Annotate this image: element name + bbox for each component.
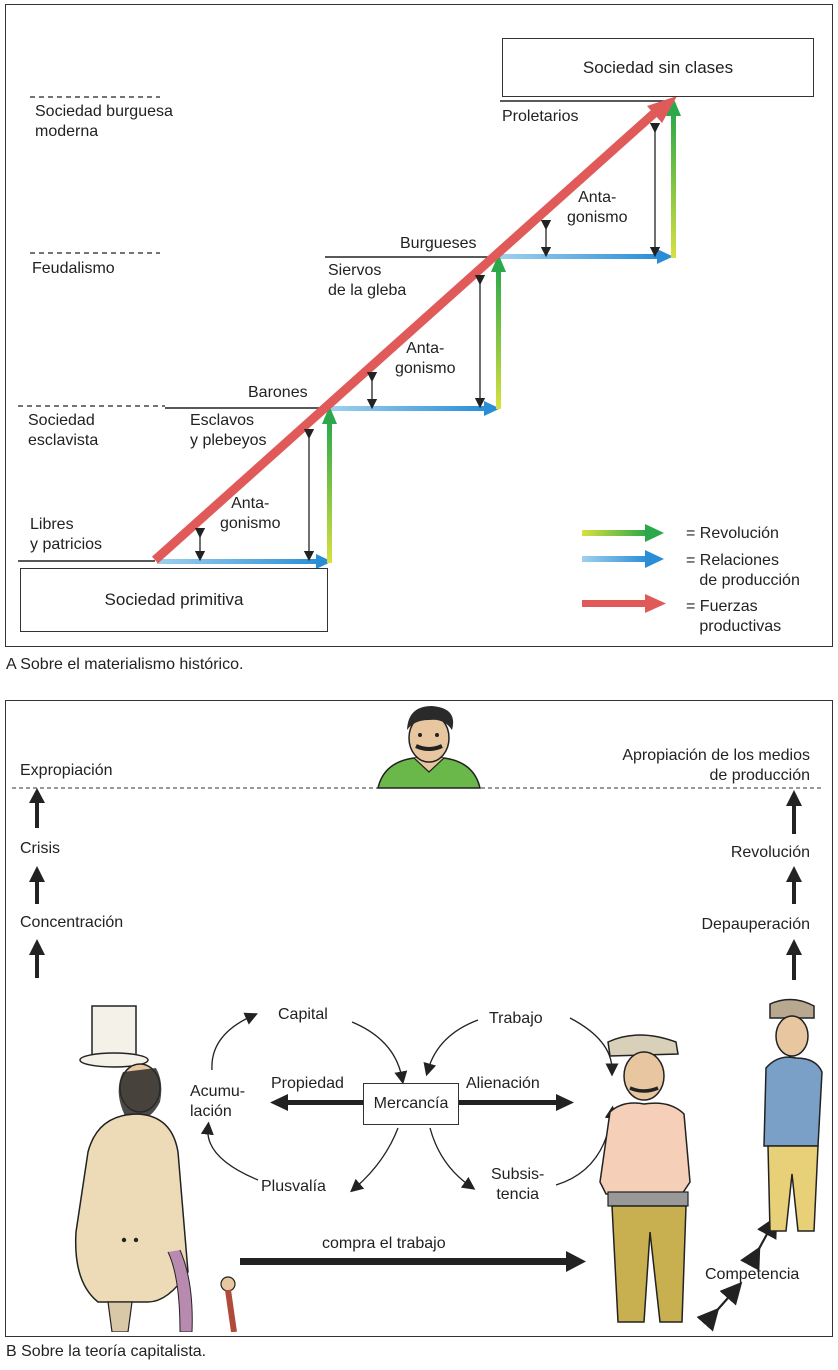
- class-proletarios: Proletarios: [502, 108, 579, 125]
- stage-feudalismo: Feudalismo: [32, 260, 115, 277]
- cycle-alienacion: Alienación: [466, 1075, 540, 1092]
- class-barones: Barones: [248, 384, 308, 401]
- stage-moderna: Sociedad burguesa moderna: [35, 103, 173, 140]
- worker-portrait-icon: [377, 706, 481, 789]
- cycle-plusvalia: Plusvalía: [261, 1178, 326, 1195]
- antagonism-label-1: Anta- gonismo: [220, 495, 281, 532]
- worker-figure-icon: [599, 1034, 691, 1323]
- panel-b: [5, 700, 833, 1337]
- antagonism-label-2: Anta- gonismo: [395, 340, 456, 377]
- compra-label: compra el trabajo: [322, 1235, 446, 1252]
- stage-primitiva: Sociedad primitiva: [20, 568, 328, 632]
- right-chain-depauperacion: Depauperación: [701, 916, 810, 933]
- right-chain-revolucion: Revolución: [730, 844, 810, 861]
- right-chain-arrows: [786, 790, 802, 980]
- fuerzas-arrow: [151, 96, 677, 564]
- class-burgueses: Burgueses: [400, 235, 477, 252]
- legend-revolucion: = Revolución: [686, 525, 779, 542]
- right-chain-apropiacion: Apropiación de los medios de producción: [622, 747, 810, 784]
- cycle-propiedad: Propiedad: [271, 1075, 344, 1092]
- cycle-mercancia: Mercancía: [363, 1083, 459, 1125]
- alienacion-arrow: [458, 1094, 574, 1111]
- stage-sin-clases: Sociedad sin clases: [502, 38, 814, 97]
- cycle-acumulacion: Acumu- lación: [190, 1083, 246, 1120]
- stage-esclavista: Sociedad esclavista: [28, 412, 99, 449]
- left-chain-expropiacion: Expropiación: [20, 762, 113, 779]
- class-siervos: Siervos de la gleba: [328, 262, 407, 299]
- caption-a: A Sobre el materialismo histórico.: [6, 656, 244, 673]
- panel-a: [5, 4, 833, 647]
- cycle-capital: Capital: [278, 1006, 328, 1023]
- antagonism-arrows: [194, 122, 661, 562]
- legend-fuerzas: = Fuerzas productivas: [686, 598, 782, 635]
- class-esclavos: Esclavos y plebeyos: [190, 412, 267, 449]
- left-chain-arrows: [29, 788, 45, 978]
- caption-b: B Sobre la teoría capitalista.: [6, 1343, 207, 1360]
- left-chain-crisis: Crisis: [20, 840, 60, 857]
- competencia-arrows: [696, 1215, 778, 1332]
- second-worker-figure-icon: [763, 998, 823, 1232]
- revolucion-arrows: [322, 98, 681, 563]
- legend-relaciones: = Relaciones de producción: [686, 552, 800, 589]
- capitalist-figure-icon: [74, 1005, 237, 1332]
- cycle-trabajo: Trabajo: [489, 1010, 543, 1027]
- left-chain-concentracion: Concentración: [20, 914, 124, 931]
- antagonism-label-3: Anta- gonismo: [567, 189, 628, 226]
- competencia-label: Competencia: [705, 1266, 800, 1283]
- cycle-subsistencia: Subsis- tencia: [491, 1166, 545, 1203]
- propiedad-arrow: [270, 1094, 365, 1111]
- compra-arrow: [240, 1251, 586, 1272]
- relaciones-arrows: [157, 249, 673, 569]
- legend-arrows: [582, 524, 666, 613]
- class-libres: Libres y patricios: [30, 516, 103, 553]
